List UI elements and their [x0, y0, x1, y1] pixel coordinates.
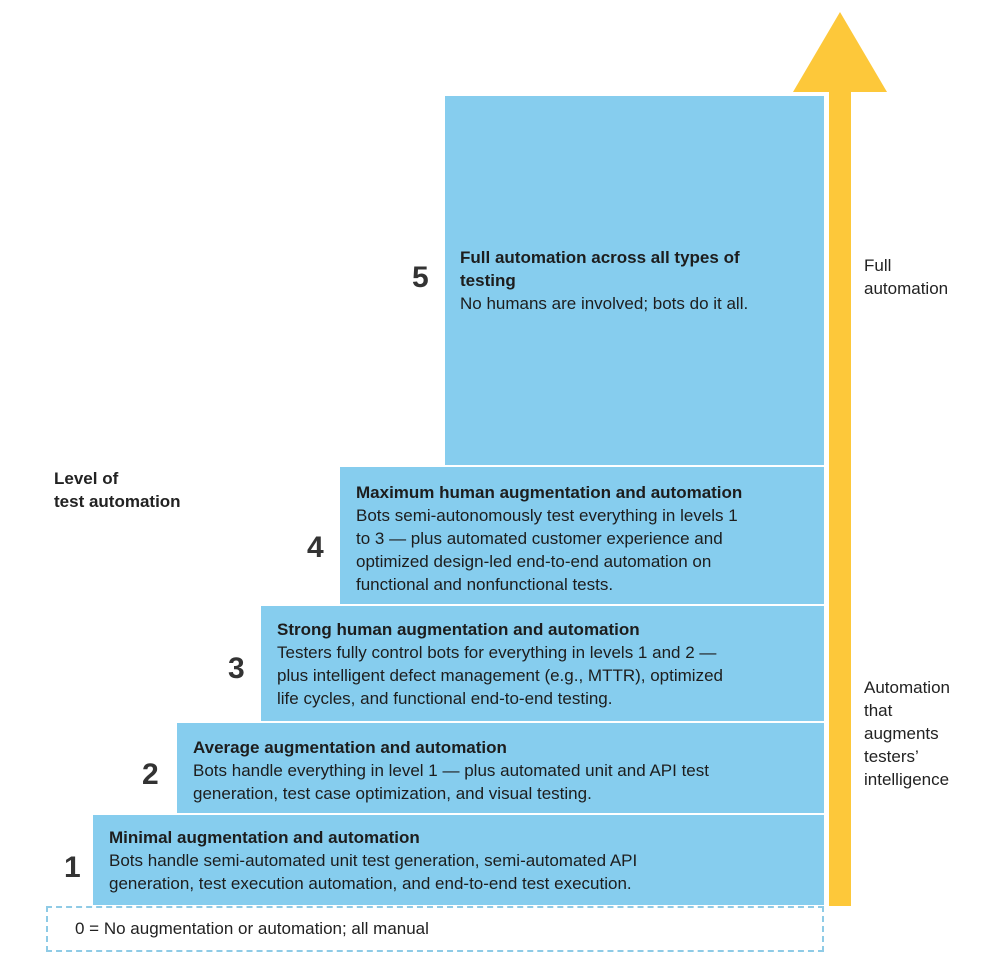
arrow-label-top-line: Full — [864, 256, 892, 275]
level-2-step — [177, 723, 826, 813]
level-4-step — [340, 467, 826, 604]
level-1-step — [93, 815, 826, 905]
level-3-title: Strong human augmentation and automation — [277, 620, 640, 639]
arrow-label-top: Full automation — [864, 254, 948, 300]
arrow-label-bottom: Automation that augments testers’ intell… — [864, 676, 950, 791]
axis-title-line-2: test automation — [54, 492, 181, 511]
level-4-title: Maximum human augmentation and automatio… — [356, 483, 743, 502]
level-0-text: 0 = No augmentation or automation; all m… — [75, 919, 429, 938]
axis-title: Level of test automation — [54, 467, 181, 513]
level-4-description-line: functional and nonfunctional tests. — [356, 575, 614, 594]
level-5-title-line: testing — [460, 271, 516, 290]
level-3-description-line: plus intelligent defect management (e.g.… — [277, 666, 723, 685]
level-2-description-line: generation, test case optimization, and … — [193, 784, 592, 803]
level-1-title: Minimal augmentation and automation — [109, 828, 420, 847]
level-1-description-line: Bots handle semi-automated unit test gen… — [109, 851, 638, 870]
level-5-text: Full automation across all types of test… — [460, 246, 748, 315]
level-0-box: 0 = No augmentation or automation; all m… — [46, 906, 824, 952]
level-1-description-line: generation, test execution automation, a… — [109, 874, 632, 893]
level-2-text: Average augmentation and automation Bots… — [193, 736, 709, 805]
level-4-description-line: to 3 — plus automated customer experienc… — [356, 529, 723, 548]
level-5-description-line: No humans are involved; bots do it all. — [460, 294, 749, 313]
level-2-number: 2 — [142, 758, 159, 791]
axis-title-line-1: Level of — [54, 469, 119, 488]
level-1-number: 1 — [64, 851, 81, 884]
level-4-description-line: Bots semi-autonomously test everything i… — [356, 506, 738, 525]
level-4-text: Maximum human augmentation and automatio… — [356, 481, 742, 596]
arrow-label-bottom-line: Automation — [864, 678, 950, 697]
level-4-description-line: optimized design-led end-to-end automati… — [356, 552, 712, 571]
level-3-step — [261, 606, 826, 721]
arrow-label-bottom-line: augments — [864, 724, 939, 743]
level-4-number: 4 — [307, 531, 324, 564]
level-2-title: Average augmentation and automation — [193, 738, 507, 757]
level-1-text: Minimal augmentation and automation Bots… — [109, 826, 637, 895]
level-2-description-line: Bots handle everything in level 1 — plus… — [193, 761, 709, 780]
level-3-description-line: Testers fully control bots for everythin… — [277, 643, 717, 662]
arrow-label-bottom-line: that — [864, 701, 893, 720]
arrow-label-top-line: automation — [864, 279, 949, 298]
level-3-number: 3 — [228, 652, 245, 685]
arrow-head-icon — [793, 12, 887, 92]
level-3-text: Strong human augmentation and automation… — [277, 618, 723, 710]
level-5-step — [445, 96, 826, 465]
arrow-label-bottom-line: intelligence — [864, 770, 950, 789]
arrow-shaft — [829, 90, 851, 906]
arrow-label-bottom-line: testers’ — [864, 747, 919, 766]
level-5-title-line: Full automation across all types of — [460, 248, 740, 267]
level-5-number: 5 — [412, 261, 429, 294]
level-3-description-line: life cycles, and functional end-to-end t… — [277, 689, 613, 708]
